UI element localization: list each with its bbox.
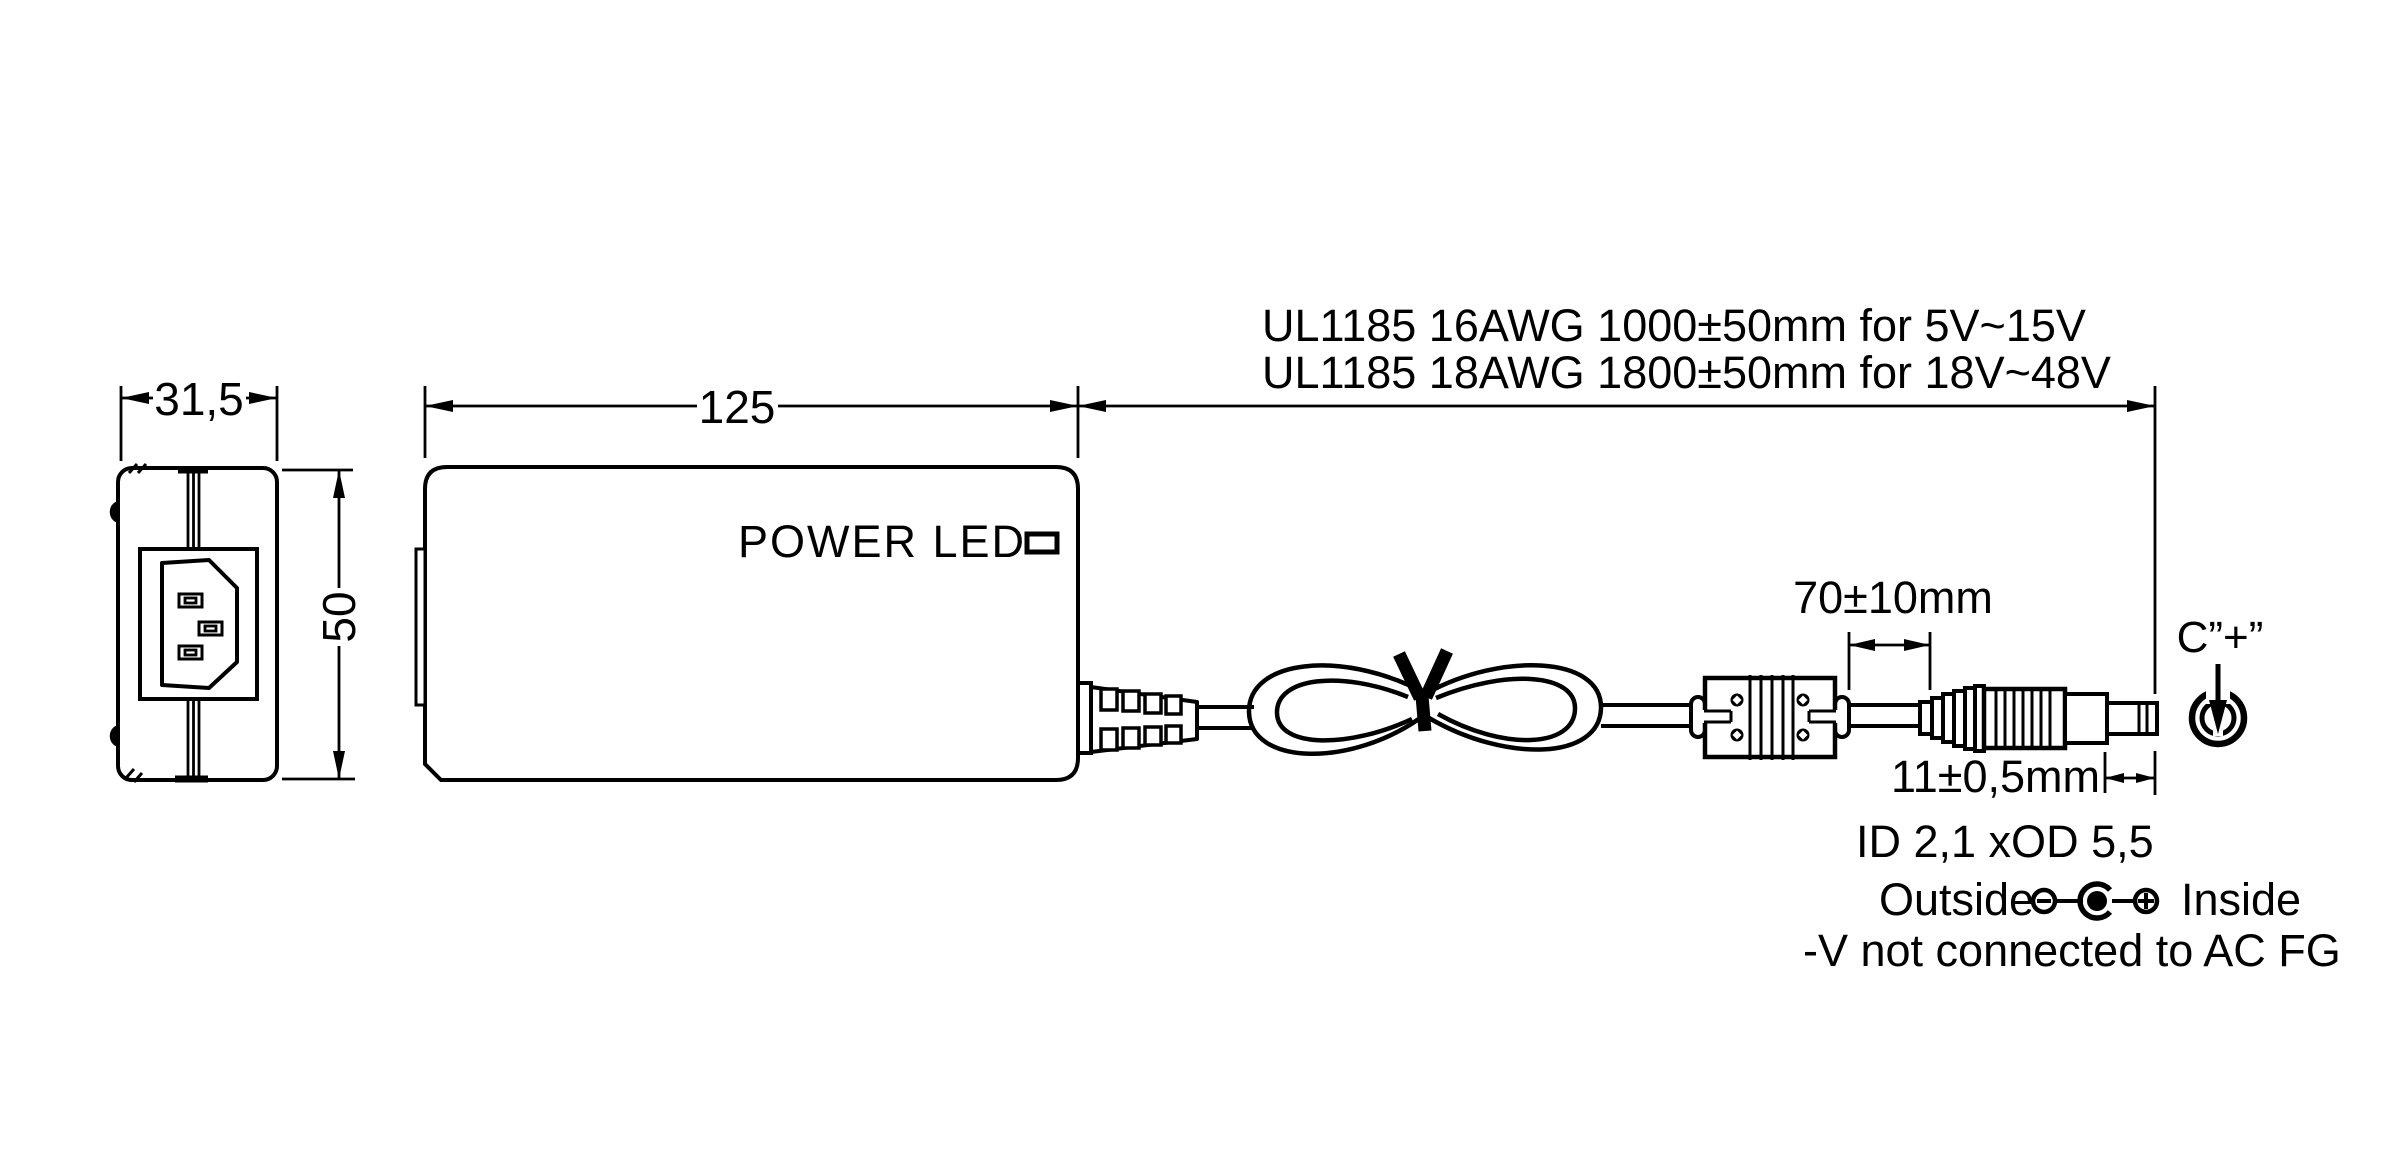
strain-relief-ribs: [1099, 687, 1183, 752]
dim-arrow-left: [121, 392, 149, 404]
ferrite-to-plug-dim-text: 70±10mm: [1793, 572, 1993, 623]
cable-spec-line-1: UL1185 16AWG 1000±50mm for 5V~15V: [1262, 300, 2086, 351]
corner-hatch-marks: [124, 463, 148, 783]
width-dim-text: 31,5: [154, 373, 244, 425]
plug-collar: [2063, 692, 2109, 745]
power-led-label: POWER LED: [738, 516, 1026, 567]
polarity-legend: Outside Inside -V not connected to AC FG: [1803, 874, 2341, 976]
output-cable: 70±10mm: [1076, 572, 1993, 760]
plug-size-label: ID 2,1 xOD 5,5: [1856, 816, 2154, 867]
dim-arrow-left: [1849, 639, 1875, 651]
width-dimension: 31,5: [119, 373, 279, 461]
polarity-outside-label: Outside: [1879, 874, 2034, 925]
length-dim-text: 125: [699, 381, 776, 433]
ferrite-keyway-slots: [1702, 709, 1838, 724]
center-pin-icon: [2077, 881, 2113, 921]
dim-arrow-right: [1050, 400, 1078, 412]
cable-tie-y-marker: [1393, 648, 1453, 732]
plug-strain-relief-steps: [1918, 684, 1986, 753]
dim-arrow-right: [1904, 639, 1930, 651]
ferrite-block: [1689, 675, 1851, 760]
side-view: 31,5 50: [109, 373, 365, 783]
led-indicator: [1024, 531, 1060, 555]
center-positive-symbol: C”+”: [2177, 613, 2264, 748]
adapter-body-outline: [423, 465, 1080, 782]
ferrite-coil-ribs: [1748, 675, 1795, 760]
ferrite-to-plug-dimension: 70±10mm: [1793, 572, 1993, 690]
cable-spec-line-2: UL1185 18AWG 1800±50mm for 18V~48V: [1262, 347, 2111, 398]
length-dimension: 125: [423, 381, 1080, 458]
dim-arrow-left: [1078, 400, 1106, 412]
left-edge-bump-bottom: [109, 725, 118, 747]
ferrite-screw-holes: [1730, 693, 1810, 742]
plug-grip-ribs: [1994, 691, 2052, 746]
dim-arrow-left: [425, 400, 453, 412]
dim-arrow-right: [2136, 773, 2155, 783]
cable-coil-loop: [1246, 648, 1604, 756]
left-edge-bump-top: [109, 501, 118, 523]
ground-note: -V not connected to AC FG: [1803, 925, 2341, 976]
barrel-dim-text: 11±0,5mm: [1891, 751, 2100, 802]
polarity-inside-label: Inside: [2181, 874, 2301, 925]
dim-arrow-down: [333, 751, 345, 779]
height-dim-text: 50: [313, 591, 365, 642]
cable-length-dimension: UL1185 16AWG 1000±50mm for 5V~15V UL1185…: [1078, 300, 2157, 795]
ac-inlet-pins: [177, 592, 224, 661]
minus-terminal-icon: [2030, 887, 2058, 915]
dim-arrow-right: [249, 392, 277, 404]
height-dimension: 50: [282, 468, 365, 781]
dim-arrow-right: [2127, 400, 2155, 412]
dim-arrow-up: [333, 470, 345, 498]
top-view: POWER LED 125: [414, 381, 1080, 782]
body-strain-relief: [1076, 681, 1199, 755]
barrel-length-dimension: 11±0,5mm: [1891, 751, 2155, 802]
polarity-arrow-head: [2209, 700, 2227, 734]
dim-arrow-left: [2105, 773, 2124, 783]
inlet-face-flange: [414, 547, 427, 707]
seam-lines: [186, 472, 201, 778]
center-polarity-label: C”+”: [2177, 613, 2264, 662]
dc-plug: 11±0,5mm ID 2,1 xOD 5,5: [1856, 684, 2159, 867]
plug-barrel: [2105, 701, 2159, 736]
plus-terminal-icon: [2132, 887, 2160, 915]
